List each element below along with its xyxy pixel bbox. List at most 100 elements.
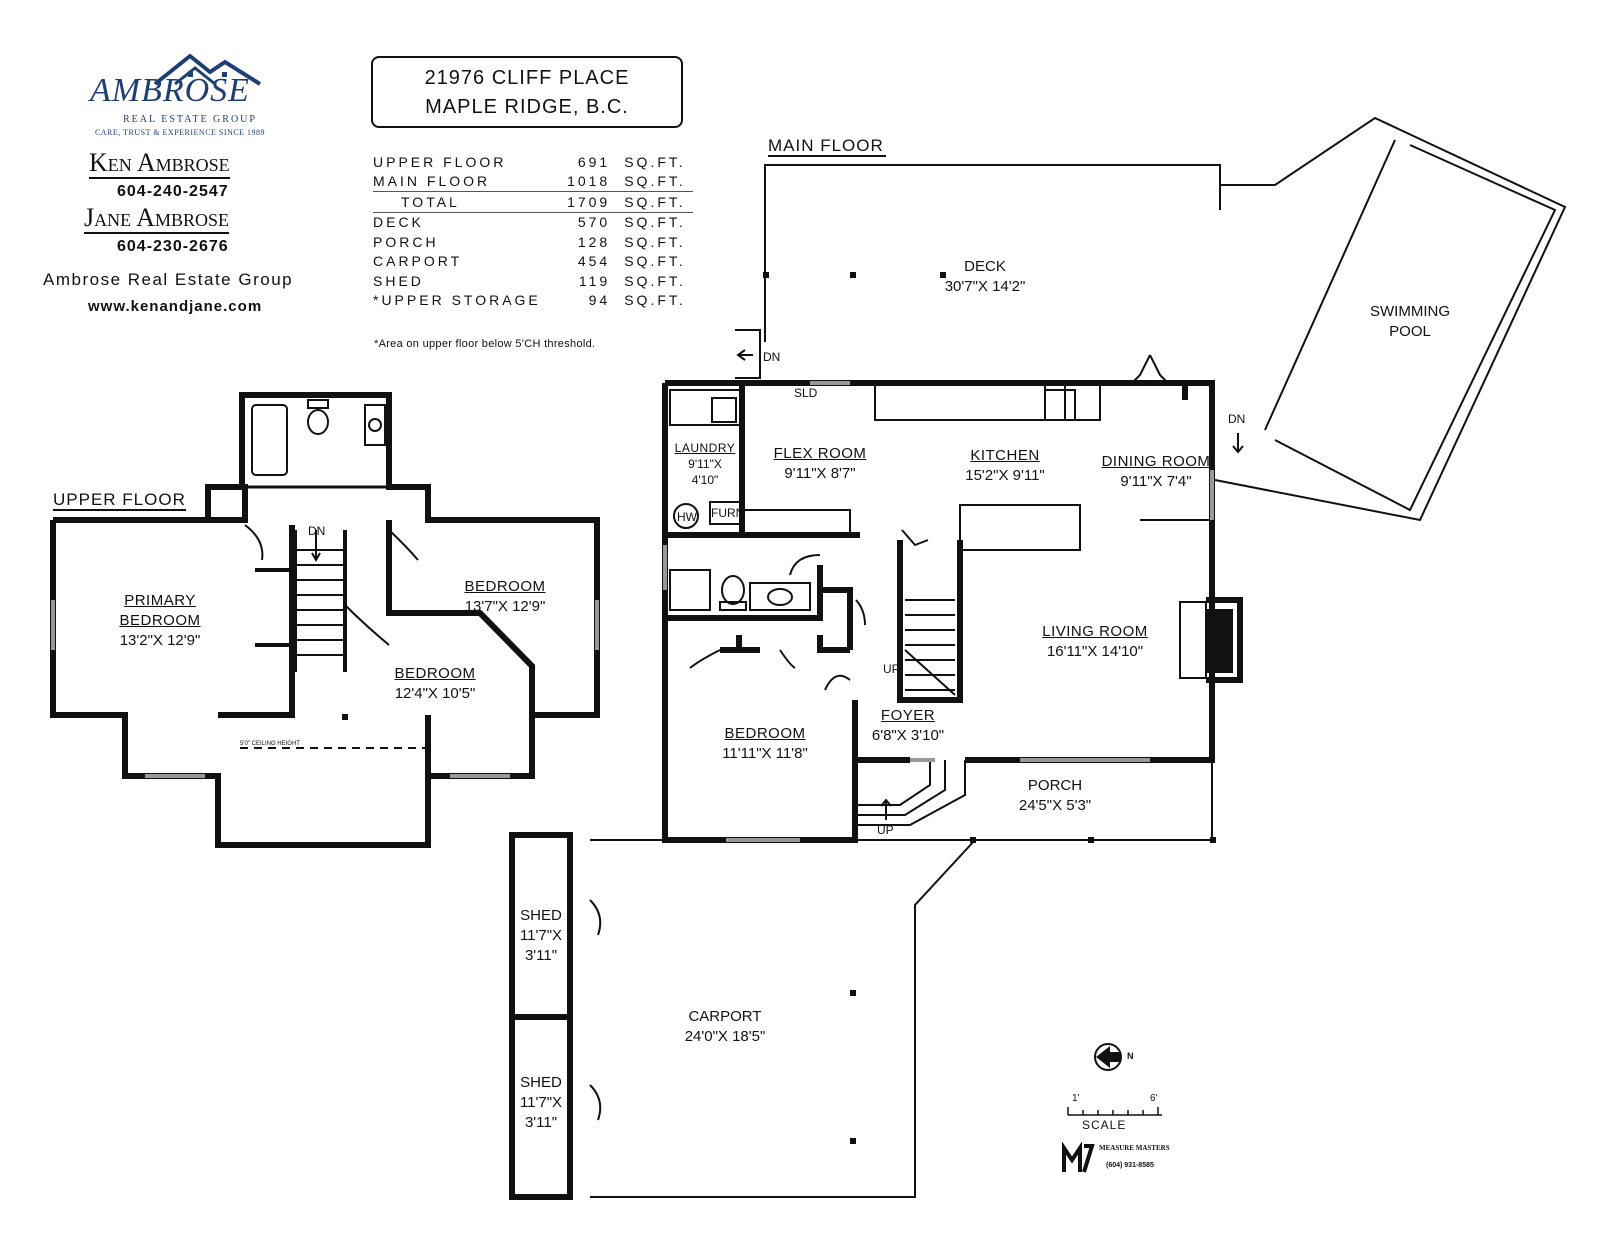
room-dining: DINING ROOM 9'11"X 7'4" — [1096, 452, 1216, 492]
room-dims: 9'11"X 7'4" — [1120, 473, 1192, 490]
logo-word: AMBROSE — [90, 72, 250, 109]
room-dims: 24'5"X 5'3" — [1018, 797, 1092, 814]
ceiling-note: 5'0" CEILING HEIGHT — [240, 741, 300, 747]
room-name: PRIMARY — [124, 592, 196, 609]
label-sld: SLD — [794, 386, 818, 400]
compass: N — [1092, 1042, 1142, 1072]
area-unit: SQ.FT. — [624, 233, 686, 250]
area-value: 691 — [577, 153, 611, 170]
area-value: 454 — [577, 253, 611, 270]
room-dims: 11'7"X — [519, 1094, 563, 1111]
logo-tagline: CARE, TRUST & EXPERIENCE SINCE 1989 — [94, 128, 266, 137]
room-name: POOL — [1389, 323, 1431, 340]
room-laundry: LAUNDRY 9'11"X 4'10" — [670, 440, 740, 488]
room-dims: 24'0"X 18'5" — [684, 1028, 766, 1045]
scale-label: SCALE — [1082, 1118, 1127, 1132]
scale-start: 1' — [1072, 1093, 1080, 1104]
room-dims: 6'8"X 3'10" — [871, 727, 945, 744]
room-dims: 3'11" — [524, 947, 558, 964]
label-dn-deck: DN — [763, 350, 781, 364]
room-bedroom-upper-right: BEDROOM 13'7"X 12'9" — [445, 577, 565, 617]
area-value: 1018 — [567, 173, 611, 190]
room-name: FOYER — [880, 707, 936, 724]
main-floor-details — [589, 116, 1567, 1198]
brand-logo: AMBROSE REAL ESTATE GROUP CARE, TRUST & … — [90, 50, 270, 140]
room-dims: 9'11"X 8'7" — [784, 465, 856, 482]
agent-phone-jane: 604-230-2676 — [117, 238, 229, 255]
upper-floor-title: UPPER FLOOR — [53, 490, 186, 511]
room-name: LAUNDRY — [674, 441, 736, 455]
room-dims: 30'7"X 14'2" — [944, 278, 1026, 295]
area-label: *UPPER STORAGE — [373, 292, 541, 309]
room-pool: SWIMMING POOL — [1360, 302, 1460, 342]
area-unit: SQ.FT. — [624, 253, 686, 270]
room-primary-bedroom: PRIMARY BEDROOM 13'2"X 12'9" — [100, 591, 220, 651]
group-name: Ambrose Real Estate Group — [43, 270, 294, 289]
area-label: DECK — [373, 214, 424, 231]
room-dims: 9'11"X — [688, 457, 722, 471]
area-value: 94 — [588, 292, 611, 309]
room-carport: CARPORT 24'0"X 18'5" — [665, 1007, 785, 1047]
scale-ruler — [1067, 1107, 1162, 1116]
address-line1: 21976 CLIFF PLACE — [424, 67, 630, 89]
room-shed-2: SHED 11'7"X 3'11" — [512, 1073, 570, 1133]
house-roofs-icon — [153, 53, 262, 86]
compass-north-label: N — [1127, 1051, 1134, 1061]
area-value: 1709 — [560, 191, 625, 213]
upper-floor-walls — [50, 392, 600, 848]
area-label: SHED — [373, 272, 424, 289]
agent-name-ken: Ken Ambrose — [89, 148, 230, 179]
room-name: CARPORT — [688, 1008, 762, 1025]
main-floor-title: MAIN FLOOR — [768, 136, 886, 157]
website-link[interactable]: www.kenandjane.com — [88, 298, 263, 315]
area-label: MAIN FLOOR — [373, 173, 491, 190]
area-value: 119 — [578, 272, 611, 289]
logo-subtitle: REAL ESTATE GROUP — [123, 114, 257, 125]
room-dims: 11'11"X 11'8" — [722, 745, 808, 762]
room-name: SHED — [520, 907, 562, 924]
room-name: DECK — [964, 258, 1006, 275]
area-row: MAIN FLOOR 1018 SQ.FT. — [373, 172, 693, 192]
room-dims: 11'7"X — [519, 927, 563, 944]
room-name: KITCHEN — [970, 447, 1040, 464]
label-dn-pool: DN — [1228, 412, 1246, 426]
room-name: BEDROOM — [119, 612, 201, 629]
room-deck: DECK 30'7"X 14'2" — [925, 257, 1045, 297]
room-living: LIVING ROOM 16'11"X 14'10" — [1025, 622, 1165, 662]
room-dims: 13'2"X 12'9" — [119, 632, 201, 649]
area-row: *UPPER STORAGE 94 SQ.FT. — [373, 291, 693, 311]
address-line2: MAPLE RIDGE, B.C. — [425, 96, 629, 118]
address-box: 21976 CLIFF PLACE MAPLE RIDGE, B.C. — [371, 56, 683, 128]
area-label: UPPER FLOOR — [373, 153, 507, 170]
room-dims: 15'2"X 9'11" — [965, 467, 1045, 484]
scale-end: 6' — [1150, 1093, 1158, 1104]
room-name: BEDROOM — [464, 578, 546, 595]
room-bedroom-upper-center: BEDROOM 12'4"X 10'5" — [375, 664, 495, 704]
label-up-porch: UP — [877, 823, 894, 837]
label-up-stairs: UP — [883, 662, 900, 676]
area-unit: SQ.FT. — [624, 173, 686, 190]
room-dims: 13'7"X 12'9" — [464, 598, 546, 615]
north-arrow-icon — [1094, 1043, 1122, 1071]
upper-floor-details — [51, 399, 599, 778]
room-dims: 4'10" — [691, 473, 719, 487]
room-kitchen: KITCHEN 15'2"X 9'11" — [945, 446, 1065, 486]
room-dims: 3'11" — [524, 1114, 558, 1131]
area-value: 128 — [577, 233, 611, 250]
room-name: SWIMMING — [1370, 303, 1450, 320]
area-unit: SQ.FT. — [624, 292, 686, 309]
room-name: DINING ROOM — [1101, 453, 1211, 470]
room-name: BEDROOM — [394, 665, 476, 682]
room-dims: 12'4"X 10'5" — [394, 685, 476, 702]
area-unit: SQ.FT. — [624, 214, 686, 231]
area-label: PORCH — [373, 233, 439, 250]
agent-phone-ken: 604-240-2547 — [117, 183, 229, 200]
room-flex: FLEX ROOM 9'11"X 8'7" — [760, 444, 880, 484]
area-unit: SQ.FT. — [624, 191, 693, 213]
measurer-name: MEASURE MASTERS — [1099, 1144, 1170, 1152]
area-label: TOTAL — [373, 191, 561, 213]
